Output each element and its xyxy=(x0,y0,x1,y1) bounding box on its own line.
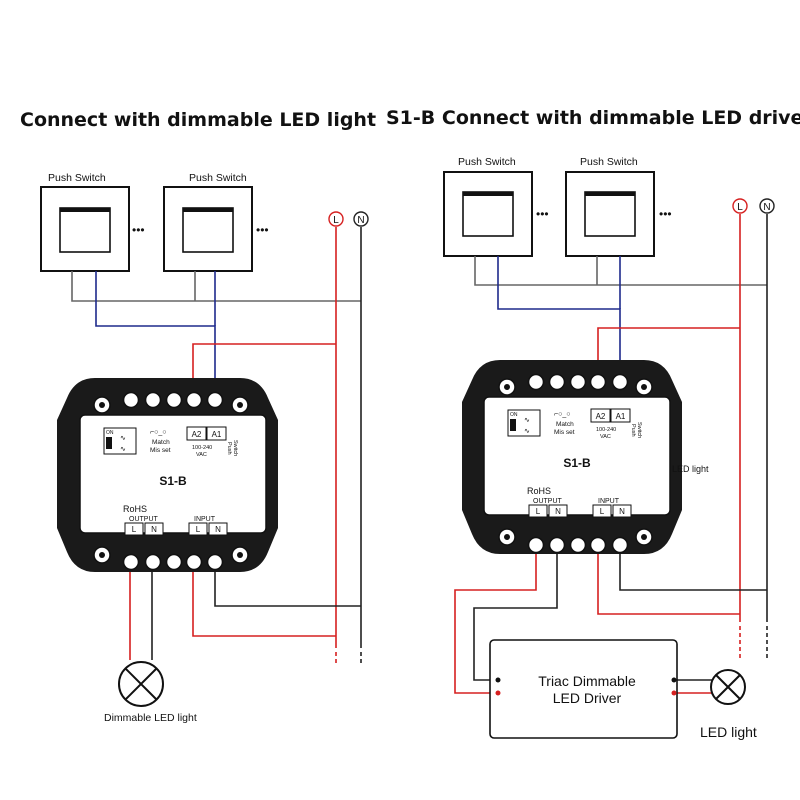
left-push-switch-2 xyxy=(163,186,253,272)
right-input-neutral-wire xyxy=(619,548,767,591)
right-push-switch-2 xyxy=(565,171,655,257)
svg-text:Push: Push xyxy=(630,424,636,437)
left-neutral-marker: N xyxy=(353,211,369,227)
svg-text:A2: A2 xyxy=(192,430,202,439)
svg-text:ON: ON xyxy=(510,412,518,418)
right-driver-line1: Triac Dimmable xyxy=(538,673,636,689)
svg-text:Switch: Switch xyxy=(636,422,642,438)
right-output-neutral-wire xyxy=(473,548,558,681)
left-ellipsis-1: ••• xyxy=(132,223,145,237)
right-switch-label-1: Push Switch xyxy=(458,156,516,168)
svg-text:N: N xyxy=(555,507,561,516)
left-diagram: Push Switch Push Switch ••• ••• L N xyxy=(40,172,369,724)
svg-text:N: N xyxy=(763,202,770,213)
right-ellipsis-2: ••• xyxy=(659,207,672,221)
left-live-marker: L xyxy=(328,211,344,227)
right-model-label: S1-B xyxy=(563,456,591,470)
left-switch-common-wire xyxy=(71,271,361,302)
left-switch-label-2: Push Switch xyxy=(189,172,247,184)
svg-text:A1: A1 xyxy=(212,430,222,439)
left-device: ON ∿ ∿ ⌐○_○ Match Mis set A2 A1 100-240 … xyxy=(57,378,278,572)
svg-text:100-240: 100-240 xyxy=(596,427,616,433)
svg-text:RoHS: RoHS xyxy=(123,504,147,514)
right-overlay-text: LED light xyxy=(672,464,709,474)
left-load-label: Dimmable LED light xyxy=(104,712,197,724)
right-led-driver: Triac Dimmable LED Driver xyxy=(489,639,678,739)
svg-text:Mis set: Mis set xyxy=(150,447,171,454)
svg-text:∿: ∿ xyxy=(524,428,530,435)
svg-text:N: N xyxy=(357,215,364,226)
svg-text:Mis set: Mis set xyxy=(554,429,575,436)
svg-text:Push: Push xyxy=(226,442,232,455)
right-switch-label-2: Push Switch xyxy=(580,156,638,168)
right-neutral-marker: N xyxy=(759,198,775,214)
svg-text:N: N xyxy=(151,525,157,534)
svg-text:N: N xyxy=(215,525,221,534)
svg-text:INPUT: INPUT xyxy=(598,498,620,505)
svg-text:A2: A2 xyxy=(596,412,606,421)
right-ellipsis-1: ••• xyxy=(536,207,549,221)
svg-text:∿: ∿ xyxy=(524,417,530,424)
svg-text:L: L xyxy=(333,215,339,226)
svg-text:VAC: VAC xyxy=(196,452,207,458)
left-switch-signal-wire xyxy=(95,271,216,395)
svg-text:⌐○_○: ⌐○_○ xyxy=(150,429,166,436)
svg-text:∿: ∿ xyxy=(120,446,126,453)
left-lamp-icon xyxy=(118,661,164,707)
svg-text:RoHS: RoHS xyxy=(527,486,551,496)
svg-text:L: L xyxy=(600,507,605,516)
svg-text:L: L xyxy=(737,202,743,213)
left-model-label: S1-B xyxy=(159,474,187,488)
right-input-live-wire xyxy=(597,548,740,615)
right-push-switch-1 xyxy=(443,171,533,257)
svg-text:OUTPUT: OUTPUT xyxy=(129,516,159,523)
right-live-marker: L xyxy=(732,198,748,214)
svg-text:A1: A1 xyxy=(616,412,626,421)
left-ellipsis-2: ••• xyxy=(256,223,269,237)
svg-text:L: L xyxy=(132,525,137,534)
svg-text:⌐○_○: ⌐○_○ xyxy=(554,411,570,418)
right-lamp-icon xyxy=(710,669,746,705)
svg-text:L: L xyxy=(196,525,201,534)
svg-text:N: N xyxy=(619,507,625,516)
left-push-switch-1 xyxy=(40,186,130,272)
right-diagram: Push Switch Push Switch ••• ••• L N xyxy=(443,156,775,740)
right-driver-line2: LED Driver xyxy=(553,690,622,706)
svg-text:Match: Match xyxy=(152,439,170,446)
svg-text:VAC: VAC xyxy=(600,434,611,440)
svg-text:INPUT: INPUT xyxy=(194,516,216,523)
svg-text:∿: ∿ xyxy=(120,435,126,442)
left-input-live-wire xyxy=(192,565,336,637)
left-switch-label-1: Push Switch xyxy=(48,172,106,184)
right-load-label: LED light xyxy=(700,724,757,740)
right-switch-common-wire xyxy=(474,256,767,286)
right-output-live-wire xyxy=(454,548,537,694)
svg-text:Switch: Switch xyxy=(232,440,238,456)
right-live-to-a2 xyxy=(597,327,740,375)
svg-text:ON: ON xyxy=(106,430,114,436)
left-input-neutral-wire xyxy=(214,565,361,607)
svg-text:L: L xyxy=(536,507,541,516)
right-switch-signal-wire xyxy=(497,256,621,375)
svg-text:100-240: 100-240 xyxy=(192,445,212,451)
right-title: S1-B Connect with dimmable LED driver xyxy=(386,107,800,129)
left-title: Connect with dimmable LED light xyxy=(20,109,376,131)
svg-text:Match: Match xyxy=(556,421,574,428)
svg-text:OUTPUT: OUTPUT xyxy=(533,498,563,505)
right-device: ON ∿ ∿ ⌐○_○ Match Mis set A2 A1 100-240 … xyxy=(462,360,709,554)
